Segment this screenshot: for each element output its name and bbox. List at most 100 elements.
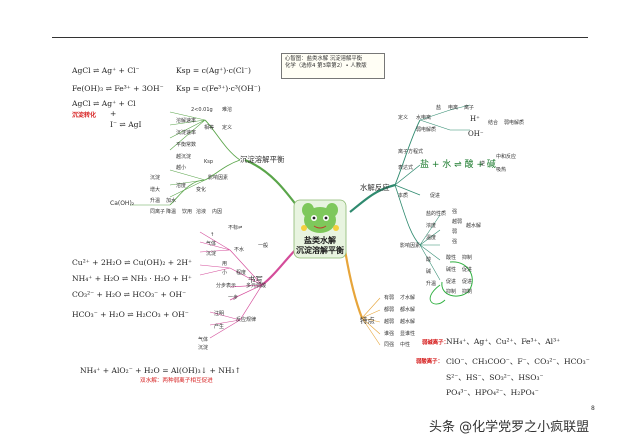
r-weak-electrolyte-2: 弱电解质 (504, 120, 525, 126)
r-inhibit-2: 抑制 (446, 289, 457, 295)
label-insoluble: 难溶 (222, 107, 233, 113)
center-cartoon-image (293, 199, 347, 259)
label-gas-2: 气体 (198, 337, 209, 343)
label-definition: 定义 (222, 125, 233, 131)
eq-hco3-hydrolysis: HCO₃⁻ + H₂O ⇌ H₂CO₃ + OH⁻ (72, 310, 189, 319)
f-shows-its-nature: 显谁性 (400, 331, 416, 337)
r-influencing-factors: 影响因素 (400, 243, 421, 249)
label-no-water: 不水 (234, 247, 245, 253)
r-basic: 碱性 (446, 267, 457, 273)
r-strong: 强 (452, 209, 458, 215)
f-both-hydrolyze: 都水解 (400, 307, 416, 313)
weak-base-ions: NH₄⁺、Ag⁺、Cu²⁺、Fe³⁺、Al³⁺ (446, 337, 561, 346)
r-promote: 促进 (430, 193, 441, 199)
top-rule (52, 37, 588, 38)
f-weaker: 越弱 (384, 319, 395, 325)
label-no-equilibrium-arrow: 不标⇌ (228, 225, 243, 231)
r-strong-2: 强 (452, 239, 458, 245)
r-expression: 表达式 (398, 165, 414, 171)
label-internal-cause: 内因 (212, 209, 223, 215)
r-salt: 盐 (436, 105, 442, 111)
header-line-2: 化学（选修4 第3章第2）• 人教版 (285, 62, 367, 69)
eq-cu-hydrolysis: Cu²⁺ + 2H₂O ⇌ Cu(OH)₂ + 2H⁺ (72, 258, 193, 267)
f-both-weak: 都弱 (384, 307, 395, 313)
r-weak-electrolyte: 弱电解质 (416, 127, 437, 133)
weak-acid-ions-1: ClO⁻、CH₃COO⁻、F⁻、CO₃²⁻、HCO₃⁻ (446, 357, 590, 366)
center-title-line-2: 沉淀溶解平衡 (296, 245, 344, 255)
label-small: 小 (222, 270, 228, 276)
r-salt-property: 盐的性质 (426, 211, 447, 217)
r-water-ionization: 水电离 (416, 115, 432, 121)
label-ksp: Ksp (204, 159, 214, 165)
watermark: 头条 @化学党罗之小疯联盟 (429, 420, 590, 435)
label-more-precipitate: 越沉淀 (176, 154, 192, 160)
weak-base-ion-label: 弱碱离子： (422, 340, 449, 346)
branch-hydrolysis-reaction: 水解反应 (360, 183, 390, 192)
r-temperature: 温度 (426, 235, 437, 241)
label-general: 一般 (258, 243, 269, 249)
label-use: 用 (222, 261, 228, 267)
label-gas: 气体 (206, 241, 217, 247)
header-line-1: 心智图：盐类水解 沉淀溶解平衡 (285, 56, 363, 62)
double-hydrolysis-note: 双水解：两种弱离子相互促进 (140, 378, 213, 384)
label-precipitation-rate: 沉淀速率 (176, 130, 197, 136)
r-oh-minus: OH⁻ (468, 130, 484, 138)
r-salt-water-equation: 盐 + 水 ⇌ 酸 + 碱 (420, 160, 496, 170)
f-whichever-strong: 谁强 (384, 331, 395, 337)
r-ionization: 电离 (448, 105, 459, 111)
label-solubility-threshold: 2<0.01g (191, 107, 213, 113)
r-definition: 定义 (398, 115, 409, 121)
eq-agcl: AgCl ⇌ Ag⁺ + Cl⁻ (72, 66, 140, 75)
branch-writing: 书写 (248, 275, 263, 284)
r-reverse: 逆 (480, 161, 486, 167)
label-precipitate-3: 沉淀 (198, 345, 209, 351)
r-more-hydrolysis: 越水解 (466, 223, 482, 229)
r-h-plus: H⁺ (470, 115, 480, 123)
r-promote-3: 促进 (446, 279, 457, 285)
r-acidic: 酸性 (446, 255, 457, 261)
weak-acid-ions-2: S²⁻、HS⁻、SO₃²⁻、HSO₃⁻ (446, 373, 544, 382)
r-concentration: 浓度 (426, 223, 437, 229)
eq-nh4-hydrolysis: NH₄⁺ + H₂O ⇌ NH₃ · H₂O + H⁺ (72, 274, 192, 283)
label-indicate: 注明 (214, 311, 225, 317)
eq-co3-hydrolysis: CO₃²⁻ + H₂O ⇌ HCO₃⁻ + OH⁻ (72, 290, 187, 299)
label-degree: 程度 (236, 270, 247, 276)
label-equal: 相等 (204, 125, 215, 131)
label-stepwise: 分步表示 (216, 283, 237, 289)
caoh2-label: Ca(OH)₂ (110, 200, 135, 207)
label-influencing-factors: 影响因素 (208, 175, 229, 181)
eq-plus: + (110, 109, 117, 118)
r-combine: 结合 (488, 120, 499, 126)
label-increase: 增大 (150, 187, 161, 193)
f-neutral: 中性 (400, 342, 411, 348)
label-precipitate: 沉淀 (150, 175, 161, 181)
r-neutralization: 中和反应 (496, 154, 517, 160)
label-solubility: 溶度 (176, 183, 187, 189)
eq-agcl-ksp: Ksp = c(Ag⁺)·c(Cl⁻) (176, 66, 251, 75)
r-weak: 弱 (452, 229, 458, 235)
weak-acid-ion-label: 弱酸离子： (416, 359, 443, 365)
r-promote-4: 促进 (462, 279, 473, 285)
label-smaller: 越小 (176, 165, 187, 171)
r-ion: 离子 (464, 105, 475, 111)
center-title: 盐类水解 沉淀溶解平衡 (289, 236, 351, 255)
eq-feoh3: Fe(OH)₃ ⇌ Fe³⁺ + 3OH⁻ (72, 84, 164, 93)
label-one-step: 一步 (228, 295, 239, 301)
branch-dissolution-equilibrium: 沉淀溶解平衡 (240, 155, 285, 164)
page-number: 8 (591, 405, 595, 412)
label-dissolution-rate: 溶解速率 (176, 118, 197, 124)
label-add-water: 加水 (166, 198, 177, 204)
header-box: 心智图：盐类水解 沉淀溶解平衡 化学（选修4 第3章第2）• 人教版 (281, 53, 385, 79)
label-solution: 溶液 (196, 209, 207, 215)
eq-double-hydrolysis: NH₄⁺ + AlO₂⁻ + H₂O = Al(OH)₃↓ + NH₃↑ (80, 366, 241, 375)
label-precipitate-2: 沉淀 (206, 251, 217, 257)
r-acid: 酸 (426, 257, 432, 263)
weak-acid-ions-3: PO₄³⁻、HPO₄²⁻、H₂PO₄⁻ (446, 388, 539, 397)
r-promote-2: 促进 (462, 267, 473, 273)
label-produce: 产生 (214, 324, 225, 330)
r-inhibit: 抑制 (462, 255, 473, 261)
f-both-strong: 同强 (384, 342, 395, 348)
label-change: 变化 (196, 187, 207, 193)
